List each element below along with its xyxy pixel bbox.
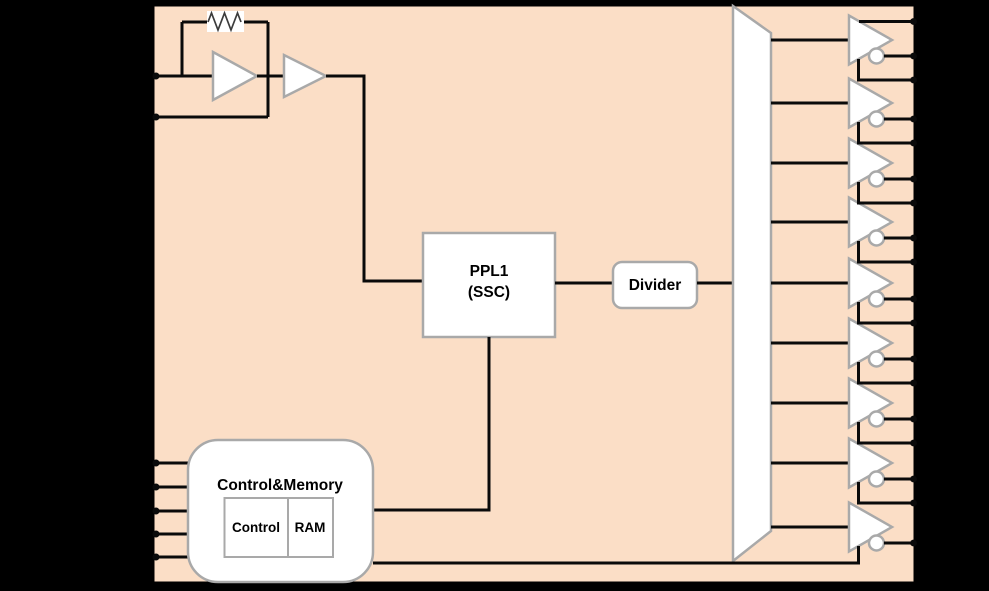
control-feedback-wire [373,546,860,565]
output-pin-wire [857,362,913,385]
control-label: Control [232,520,280,535]
control-input-pins [152,459,189,561]
output-buffer-bank [373,14,919,565]
pll-block: PPL1 (SSC) [373,231,613,512]
pin-dot [910,139,917,147]
pll-box [421,231,557,339]
pin-dot [910,76,917,84]
output-pin-wire [857,241,913,264]
output-pin-wire [857,59,913,82]
pin-dot [910,319,917,327]
oscillator-amp-icon [211,49,260,103]
resistor-icon [207,10,242,33]
output-pin-wire [857,482,913,505]
pin-dot [152,553,160,561]
pin-dot [910,379,917,387]
right-edge-pin-dots [910,18,917,507]
divider-label: Divider [629,277,682,294]
control-memory-title: Control&Memory [217,477,343,494]
output-pin-wire [857,422,913,445]
control-box [223,497,289,558]
pin-dot [910,439,917,447]
pll-to-control-wire [373,337,491,512]
true-output-wires [373,20,913,565]
pll-label-line1: PPL1 [470,263,509,280]
oscillator-buffer-icon [282,52,329,100]
pll-label-line2: (SSC) [468,284,510,301]
pin-dot [910,258,917,266]
pin-dot [152,530,160,538]
output-mux-icon [731,3,773,564]
pin-dot [152,483,160,491]
pin-dot [910,199,917,207]
ram-label: RAM [295,520,326,535]
pin-dot [910,499,917,507]
output-pin-wire [857,182,913,205]
pin-dot [152,72,160,80]
crystal-oscillator-section [152,10,423,283]
osc-to-pll-wire [326,74,423,283]
ram-box [287,497,334,558]
pin-dot [152,507,160,515]
divider-box [611,260,699,310]
output-pin-wire [857,122,913,145]
output-pin-wire [857,302,913,325]
pin-dot [152,459,160,467]
pin-dot [152,113,160,121]
control-memory-block: Control&Memory Control RAM [152,438,375,584]
divider-block: Divider [611,260,733,310]
pin-dot [910,18,917,25]
